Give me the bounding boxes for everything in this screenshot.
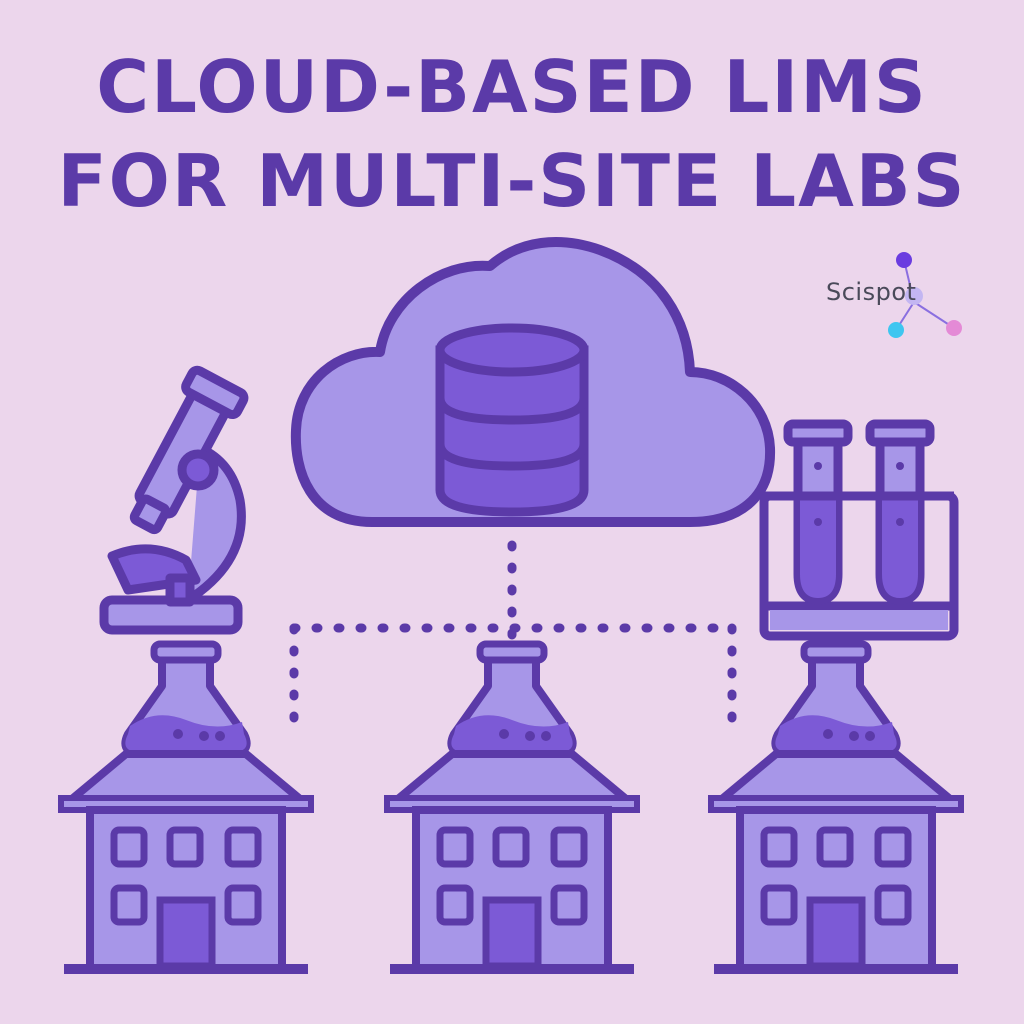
lab-building-icon: [61, 644, 311, 974]
microscope-icon: [104, 368, 246, 630]
test-tube-rack-icon: [764, 424, 954, 636]
lab-building-icon: [387, 644, 637, 974]
lab-building-icon: [711, 644, 961, 974]
database-icon: [440, 328, 584, 512]
